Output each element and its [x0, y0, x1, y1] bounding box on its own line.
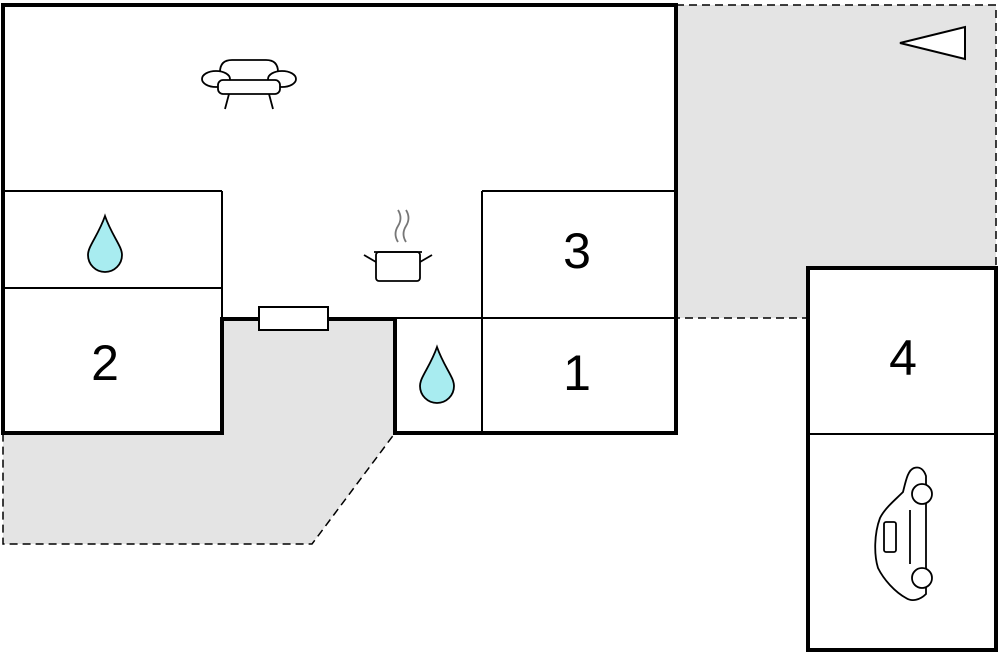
car-icon — [874, 466, 933, 601]
house-interior — [3, 5, 676, 433]
sofa-icon — [201, 59, 297, 110]
north-arrow-icon — [899, 25, 966, 61]
room-1-label: 1 — [563, 345, 591, 401]
water-drop-icon — [419, 344, 455, 404]
cooking-pot-icon — [363, 209, 433, 282]
window — [258, 306, 329, 331]
room-2-label: 2 — [91, 335, 119, 391]
room-3-label: 3 — [563, 223, 591, 279]
outdoor-areas — [2, 4, 997, 545]
water-drop-icon — [87, 213, 123, 273]
interior-walls — [3, 190, 676, 433]
room-4-label: 4 — [889, 330, 917, 386]
